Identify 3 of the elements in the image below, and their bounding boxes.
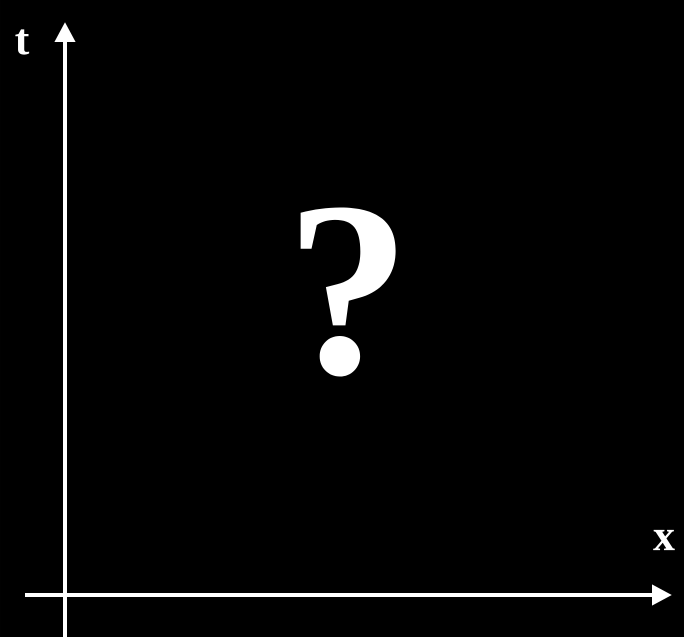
axis-label: x xyxy=(653,530,675,550)
question-mark: ? xyxy=(300,207,396,377)
axis-label: t xyxy=(15,29,30,55)
